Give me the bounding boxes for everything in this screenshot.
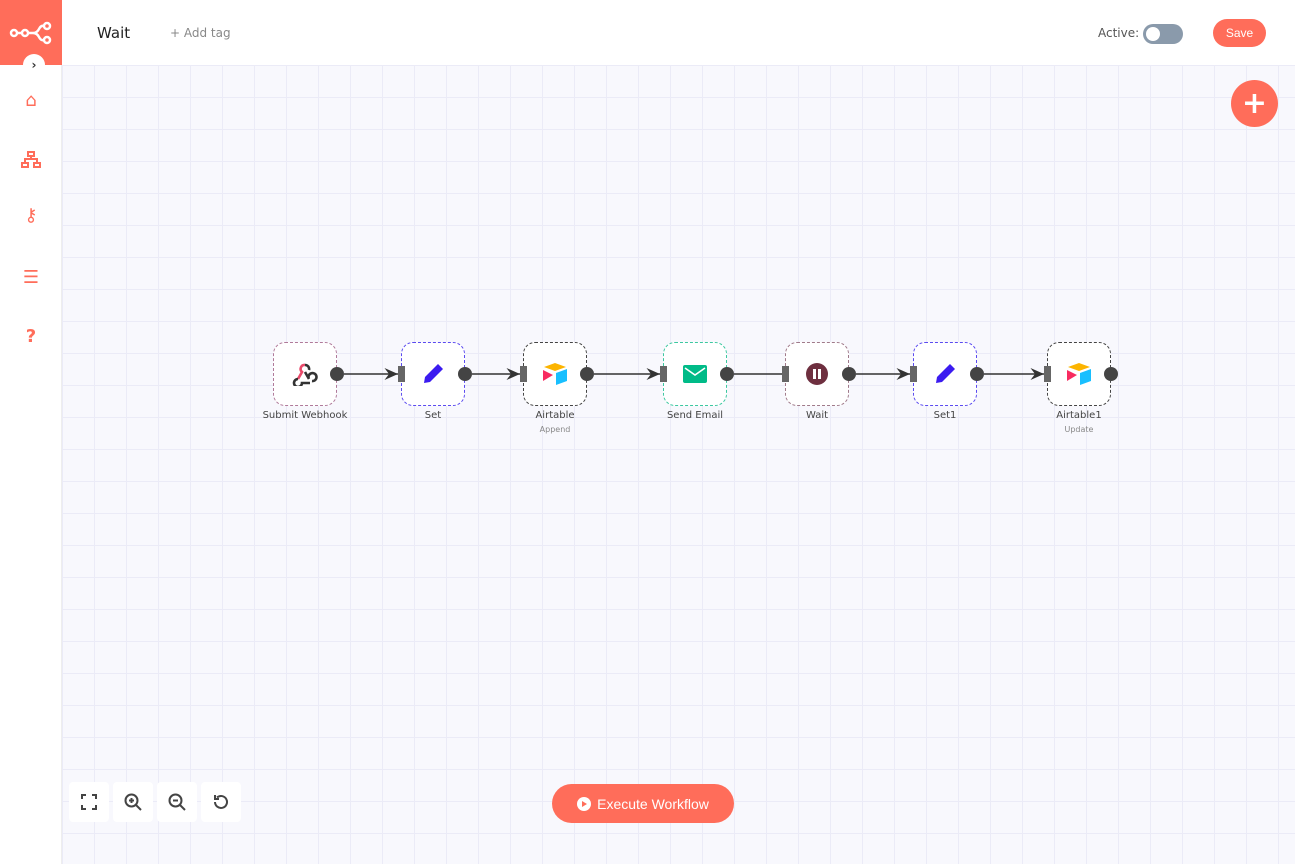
play-circle-icon <box>577 796 592 811</box>
input-handle[interactable] <box>520 366 527 382</box>
node-label: Wait <box>805 410 829 421</box>
workflow-title[interactable]: Wait <box>97 24 131 42</box>
output-handle[interactable] <box>580 367 594 381</box>
envelope-icon <box>683 365 707 383</box>
airtable-icon <box>543 363 567 385</box>
node-label: Airtable <box>535 410 575 421</box>
input-handle[interactable] <box>782 366 789 382</box>
node-airtable[interactable] <box>523 342 587 406</box>
webhook-icon <box>292 363 318 386</box>
output-handle[interactable] <box>330 367 344 381</box>
node-send-email[interactable] <box>663 342 727 406</box>
active-label: Active: <box>1098 26 1140 40</box>
zoom-in-button[interactable] <box>113 782 153 822</box>
workflows-icon[interactable] <box>0 145 62 175</box>
airtable-icon <box>1067 363 1091 385</box>
credentials-icon[interactable]: ⚷ <box>24 204 38 226</box>
node-label: Set <box>424 410 442 421</box>
node-subtitle: Append <box>539 425 571 434</box>
execute-workflow-label: Execute Workflow <box>597 795 709 812</box>
node-label: Send Email <box>666 410 724 421</box>
zoom-controls <box>69 782 241 822</box>
input-handle[interactable] <box>660 366 667 382</box>
expand-sidebar-button[interactable]: › <box>23 54 45 76</box>
pause-icon <box>806 363 828 385</box>
workflow-canvas[interactable] <box>62 65 1295 864</box>
add-tag-button[interactable]: + Add tag <box>170 26 231 40</box>
output-handle[interactable] <box>970 367 984 381</box>
header: Wait + Add tag Active: Save <box>62 0 1295 65</box>
home-icon[interactable]: ⌂ <box>25 89 37 111</box>
node-wait[interactable] <box>785 342 849 406</box>
executions-icon[interactable]: ☰ <box>22 266 40 288</box>
node-set[interactable] <box>401 342 465 406</box>
save-button[interactable]: Save <box>1213 19 1266 47</box>
node-set1[interactable] <box>913 342 977 406</box>
node-label: Airtable1 <box>1056 410 1102 421</box>
input-handle[interactable] <box>398 366 405 382</box>
pencil-icon <box>424 364 443 383</box>
node-subtitle: Update <box>1064 425 1094 434</box>
add-node-button[interactable]: + <box>1231 80 1278 127</box>
pencil-icon <box>936 364 955 383</box>
zoom-out-button[interactable] <box>157 782 197 822</box>
node-airtable1[interactable] <box>1047 342 1111 406</box>
active-toggle[interactable] <box>1143 24 1183 44</box>
reset-zoom-button[interactable] <box>201 782 241 822</box>
help-icon[interactable]: ? <box>25 325 37 347</box>
sidebar: › ⌂ ⚷ ☰ ? <box>0 0 62 864</box>
fit-view-button[interactable] <box>69 782 109 822</box>
node-label: Submit Webhook <box>262 410 348 421</box>
input-handle[interactable] <box>1044 366 1051 382</box>
output-handle[interactable] <box>458 367 472 381</box>
output-handle[interactable] <box>1104 367 1118 381</box>
node-submit-webhook[interactable] <box>273 342 337 406</box>
input-handle[interactable] <box>910 366 917 382</box>
node-label: Set1 <box>933 410 957 421</box>
output-handle[interactable] <box>842 367 856 381</box>
output-handle[interactable] <box>720 367 734 381</box>
execute-workflow-button[interactable]: Execute Workflow <box>552 784 734 823</box>
